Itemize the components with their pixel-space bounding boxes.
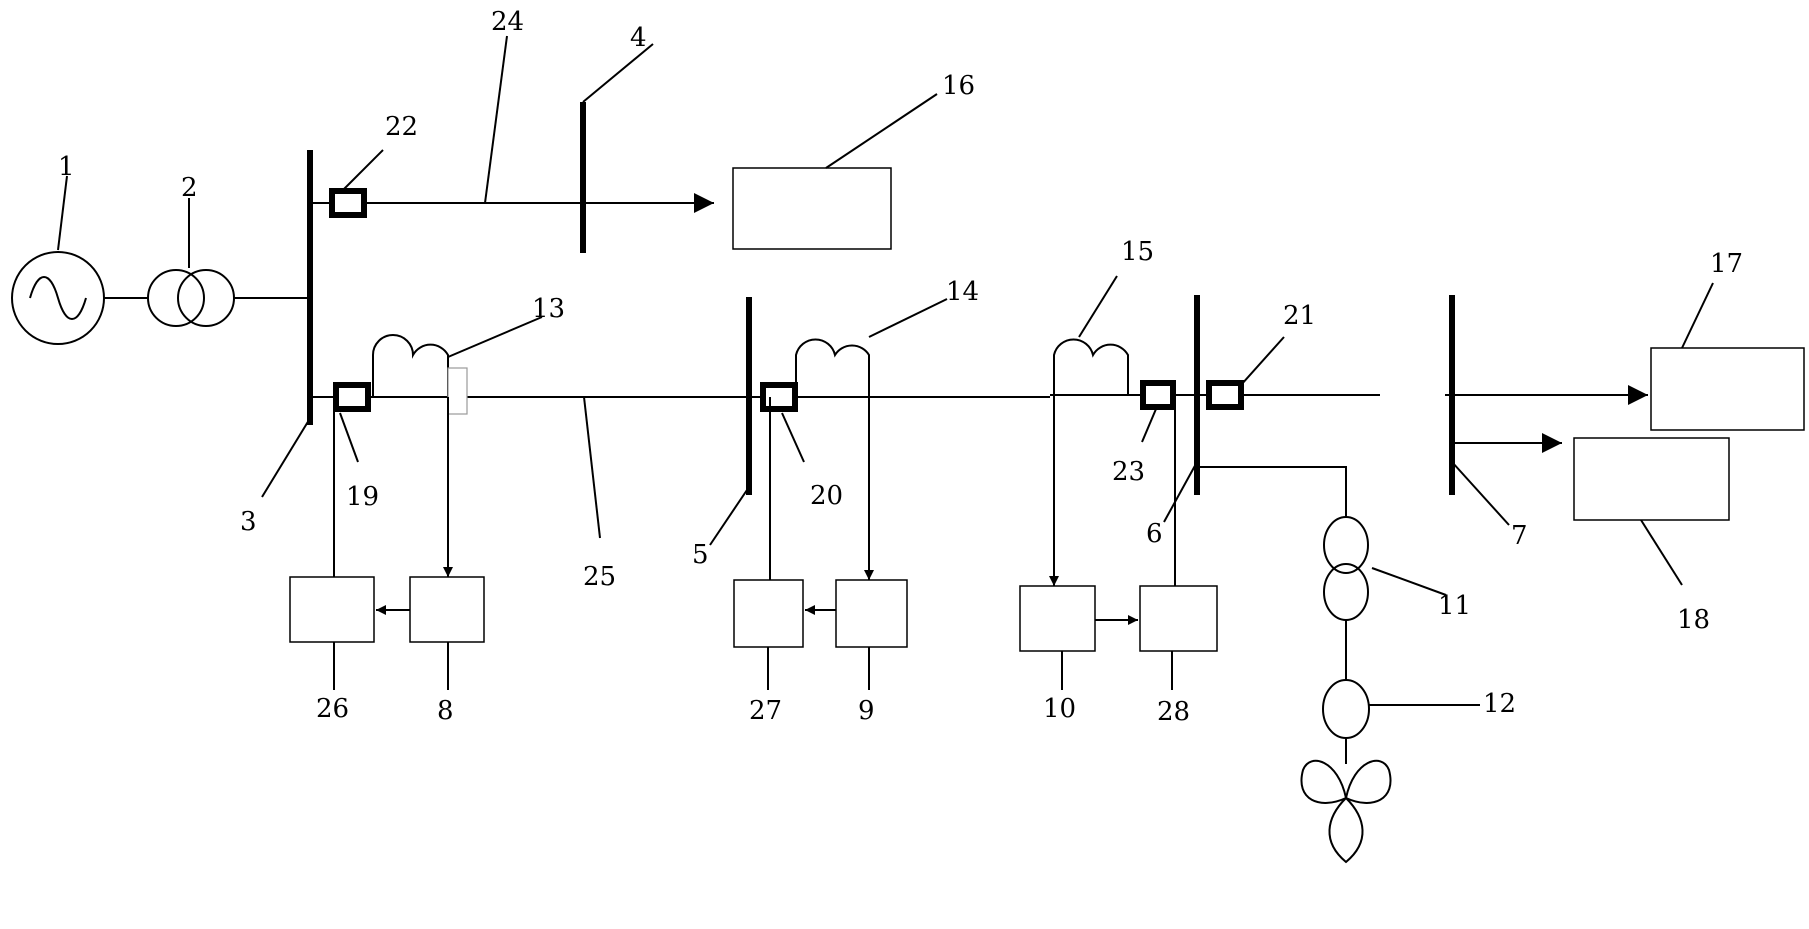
breaker-20 xyxy=(763,385,795,409)
breaker-21 xyxy=(1209,383,1241,407)
label-8: 8 xyxy=(437,696,454,726)
label-9: 9 xyxy=(858,696,875,726)
load-box-17 xyxy=(1651,348,1804,430)
current-transformer-15 xyxy=(1054,339,1128,395)
label-16: 16 xyxy=(942,71,975,101)
label-7: 7 xyxy=(1511,521,1528,551)
label-11: 11 xyxy=(1438,591,1471,621)
label-25: 25 xyxy=(583,562,616,592)
box-27 xyxy=(734,580,803,647)
label-15: 15 xyxy=(1121,237,1154,267)
label-1: 1 xyxy=(58,152,75,182)
current-transformer-13 xyxy=(373,335,448,397)
box-10 xyxy=(1020,586,1095,651)
label-28: 28 xyxy=(1157,697,1190,727)
load-box-16 xyxy=(733,168,891,249)
label-2: 2 xyxy=(181,173,198,203)
branch-to-transformer-11 xyxy=(1200,467,1346,517)
label-12: 12 xyxy=(1483,689,1516,719)
breaker-19 xyxy=(336,385,368,409)
label-10: 10 xyxy=(1043,694,1076,724)
label-14: 14 xyxy=(946,277,979,307)
load-box-18 xyxy=(1574,438,1729,520)
label-26: 26 xyxy=(316,694,349,724)
label-27: 27 xyxy=(749,696,782,726)
transformer-icon xyxy=(148,270,234,326)
label-3: 3 xyxy=(240,507,257,537)
label-19: 19 xyxy=(346,482,379,512)
label-13: 13 xyxy=(532,294,565,324)
generator-12-icon xyxy=(1323,680,1369,738)
label-21: 21 xyxy=(1283,301,1316,331)
label-4: 4 xyxy=(630,23,647,53)
label-18: 18 xyxy=(1677,605,1710,635)
label-5: 5 xyxy=(692,540,709,570)
box-8 xyxy=(410,577,484,642)
transformer-11-icon xyxy=(1324,517,1368,620)
box-9 xyxy=(836,580,907,647)
generator-icon xyxy=(12,252,104,344)
breaker-22 xyxy=(332,191,364,215)
label-17: 17 xyxy=(1710,249,1743,279)
label-23: 23 xyxy=(1112,457,1145,487)
current-transformer-14 xyxy=(796,339,869,397)
breaker-23 xyxy=(1143,383,1173,407)
label-24: 24 xyxy=(491,7,524,37)
label-6: 6 xyxy=(1146,519,1163,549)
label-20: 20 xyxy=(810,481,843,511)
box-26 xyxy=(290,577,374,642)
ct-13-terminal xyxy=(448,368,467,414)
label-22: 22 xyxy=(385,112,418,142)
wind-turbine-icon xyxy=(1301,761,1390,862)
box-28 xyxy=(1140,586,1217,651)
